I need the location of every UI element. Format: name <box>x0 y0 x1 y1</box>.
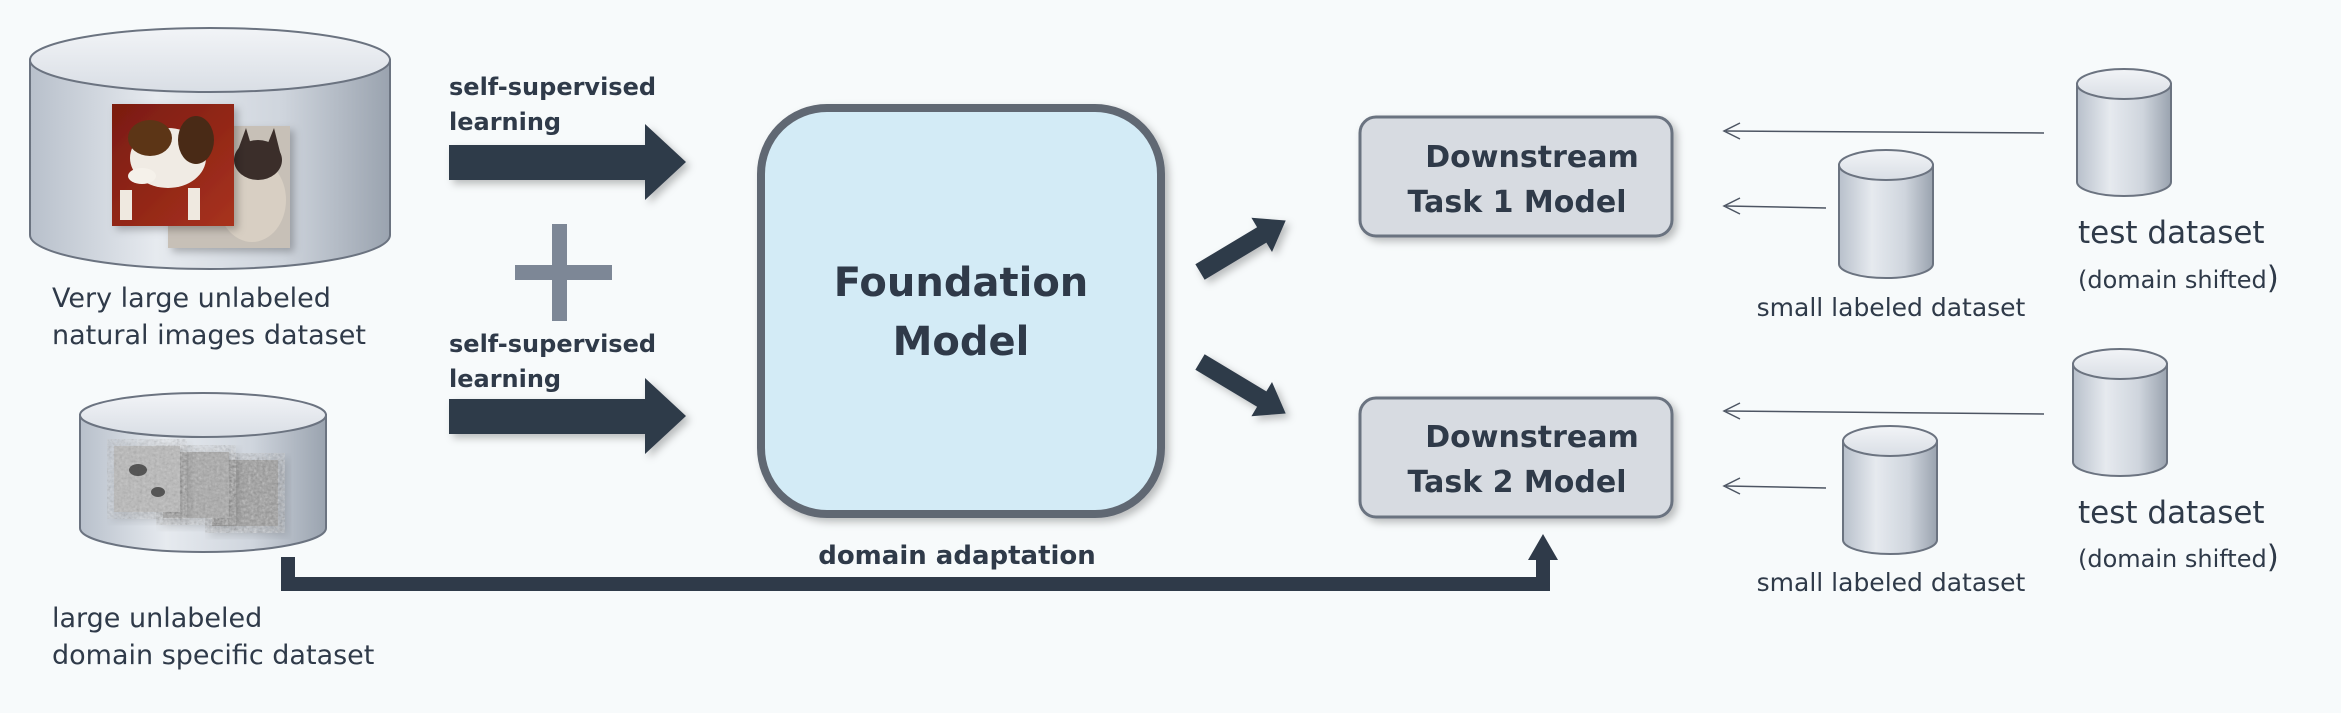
task-1-line1: Downstream <box>1425 140 1638 175</box>
top-arrow-label-line2: learning <box>449 108 561 136</box>
top-arrow-label-line1: self-supervised <box>449 73 656 101</box>
bottom-learning-arrow <box>449 378 686 454</box>
dog-photo <box>112 104 234 226</box>
arrow-to-task-1 <box>1195 217 1286 280</box>
natural-dataset-label-line1: Very large unlabeled <box>52 283 331 314</box>
top-learning-arrow <box>449 124 686 200</box>
domain-adaptation-connector <box>281 556 1550 591</box>
test-dataset-2-cylinder <box>2072 348 2168 477</box>
task-2-line2: Task 2 Model <box>1408 465 1627 500</box>
test-dataset-1-note: (domain shifted) <box>2078 260 2279 296</box>
domain-dataset-label-line2: domain specific dataset <box>52 640 374 671</box>
task-2-box <box>1358 396 1674 519</box>
plus-icon <box>515 224 612 321</box>
test-dataset-2-label: test dataset <box>2078 495 2265 531</box>
task-1-box <box>1358 115 1674 238</box>
foundation-model-line2: Model <box>893 319 1030 365</box>
natural-dataset-label-line2: natural images dataset <box>52 320 366 351</box>
small-dataset-2-label: small labeled dataset <box>1757 568 2026 597</box>
bottom-arrow-label-line1: self-supervised <box>449 330 656 358</box>
domain-adaptation-arrowhead <box>1528 534 1558 560</box>
task-1-line2: Task 1 Model <box>1408 185 1627 220</box>
natural-images-cylinder <box>29 27 391 270</box>
microscopy-tile-1 <box>114 446 180 512</box>
domain-adaptation-label: domain adaptation <box>818 541 1096 571</box>
foundation-model-box <box>757 104 1165 518</box>
arrow-to-task-2 <box>1195 354 1286 417</box>
domain-specific-cylinder <box>79 392 327 553</box>
thin-arrows <box>1722 122 2045 495</box>
task-2-line1: Downstream <box>1425 420 1638 455</box>
test-dataset-1-label: test dataset <box>2078 215 2265 251</box>
small-dataset-1-cylinder <box>1838 149 1934 279</box>
foundation-model-line1: Foundation <box>834 260 1089 306</box>
test-dataset-2-note: (domain shifted) <box>2078 539 2279 575</box>
bottom-arrow-label-line2: learning <box>449 365 561 393</box>
small-dataset-1-label: small labeled dataset <box>1757 293 2026 322</box>
small-dataset-2-cylinder <box>1842 425 1938 555</box>
test-dataset-1-cylinder <box>2076 68 2172 197</box>
domain-dataset-label-line1: large unlabeled <box>52 603 262 634</box>
